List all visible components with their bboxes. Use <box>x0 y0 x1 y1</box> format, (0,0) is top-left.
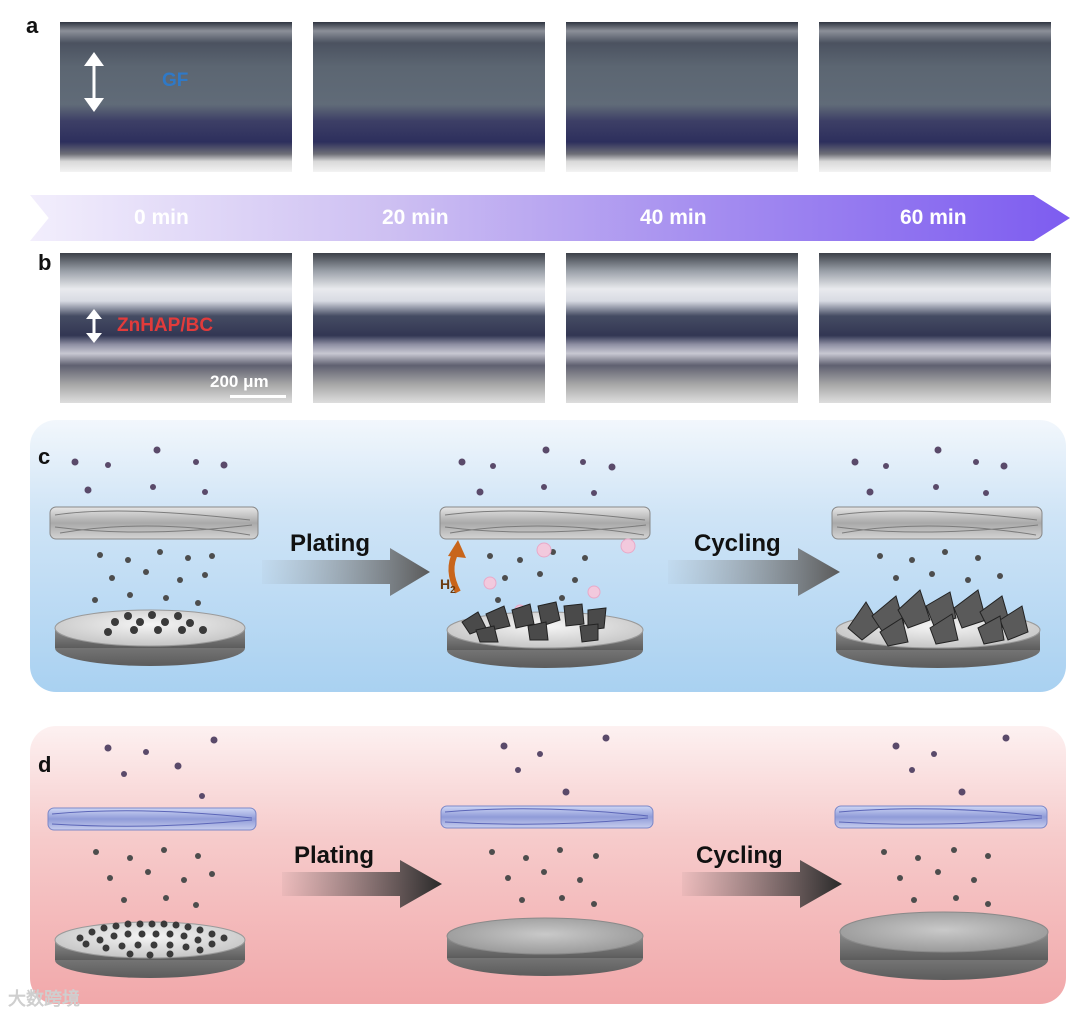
stage-d3 <box>834 734 1049 980</box>
zn-anode <box>54 609 246 647</box>
time-label-0: 0 min <box>134 206 189 229</box>
watermark: 大数跨境 <box>8 989 80 1009</box>
cycling-arrow-d <box>682 860 842 908</box>
uniform-zn-deposit <box>446 917 644 955</box>
micrograph-gf-20min <box>313 22 545 172</box>
plating-arrow-c <box>262 548 430 596</box>
time-label-40: 40 min <box>640 206 707 229</box>
ion-clusters <box>71 446 228 495</box>
panel-letter-d-front: d <box>38 752 52 777</box>
micrograph-gf-60min <box>819 22 1051 172</box>
timeline-arrow <box>30 195 1070 241</box>
time-label-20: 20 min <box>382 206 449 229</box>
micrograph-znhap-20min <box>313 253 545 403</box>
micrograph-gf-0min: GF <box>60 22 292 172</box>
plating-label-c: Plating <box>290 530 371 557</box>
micrograph-znhap-60min <box>819 253 1051 403</box>
micrograph-znhap-40min <box>566 253 798 403</box>
h2-gas-label: H2 <box>440 576 456 596</box>
scale-bar-label: 200 μm <box>210 372 269 391</box>
stage-c3 <box>831 446 1043 668</box>
micrograph-gf-40min <box>566 22 798 172</box>
double-arrow-icon <box>86 309 102 343</box>
stage-d2 <box>440 734 654 976</box>
cycling-label-d: Cycling <box>696 842 783 869</box>
micrograph-znhap-0min: ZnHAP/BC 200 μm <box>60 253 292 403</box>
panel-letter-a: a <box>26 13 39 38</box>
panel-letter-b: b <box>38 250 52 275</box>
stage-c1 <box>49 446 259 666</box>
zn-ions <box>92 549 215 606</box>
cycling-arrow-c <box>668 548 840 596</box>
time-label-60: 60 min <box>900 206 967 229</box>
cycling-label-c: Cycling <box>694 530 781 557</box>
znhap-bc-label: ZnHAP/BC <box>117 315 214 336</box>
scale-bar <box>230 395 286 398</box>
gf-label: GF <box>162 70 189 91</box>
plating-label-d: Plating <box>294 842 375 869</box>
panel-letter-c-front: c <box>38 444 51 469</box>
stage-c2 <box>439 446 651 668</box>
double-arrow-icon <box>84 52 104 112</box>
plating-arrow-d <box>282 860 442 908</box>
stage-d1 <box>47 736 257 978</box>
